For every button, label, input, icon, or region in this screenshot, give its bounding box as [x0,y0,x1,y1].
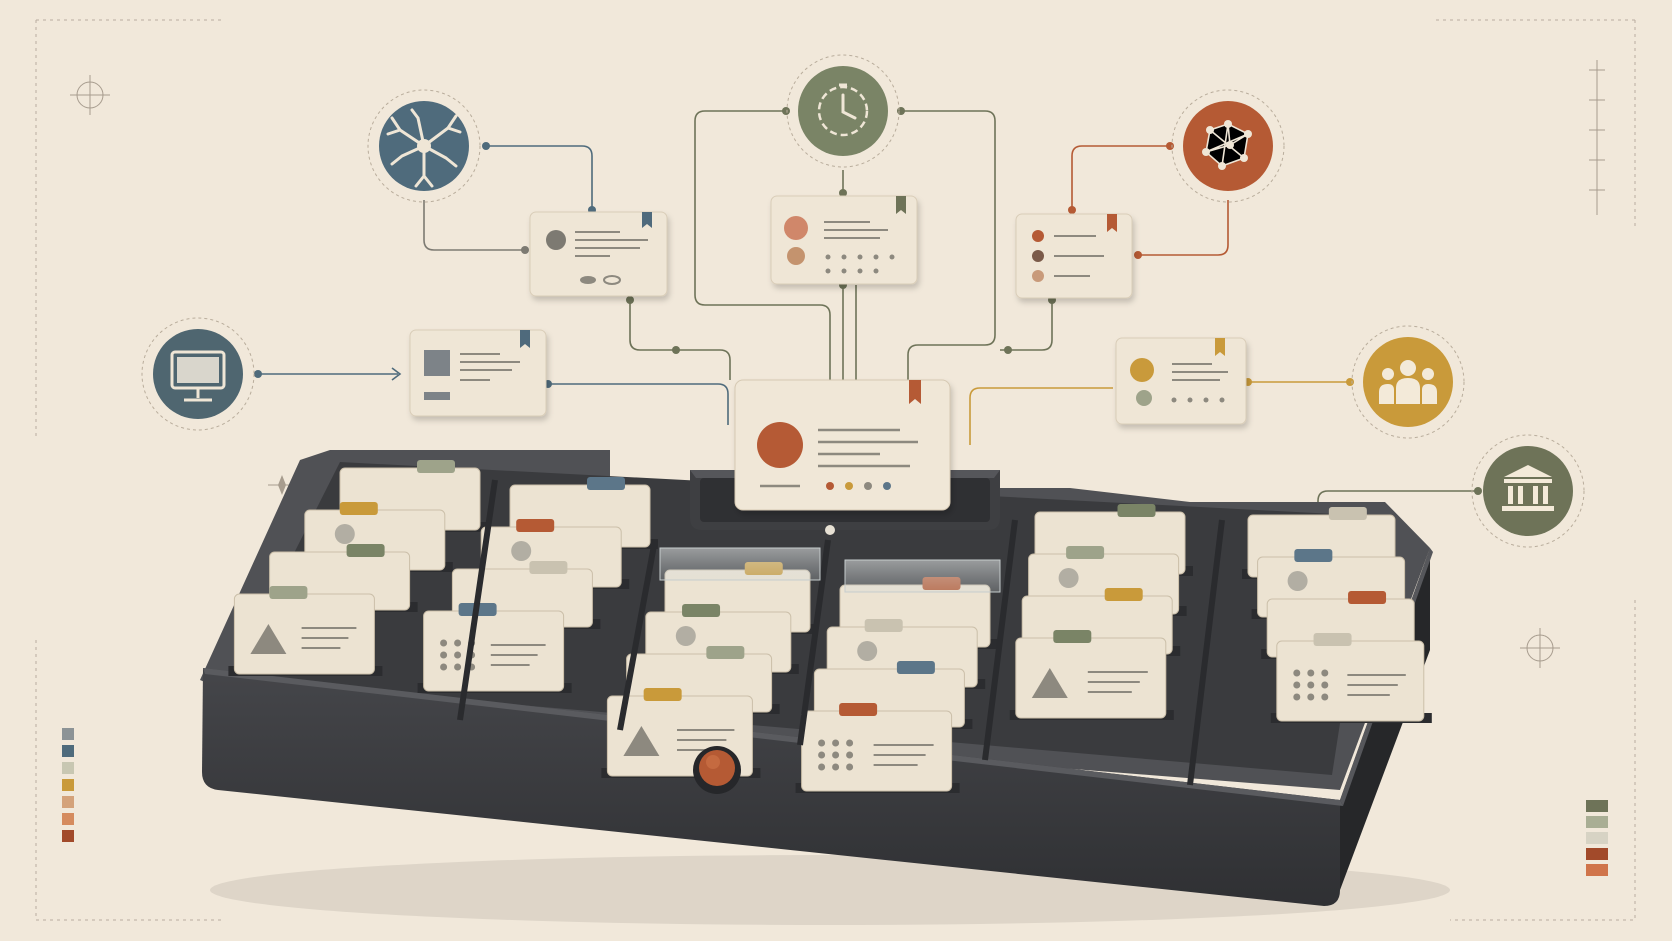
color-swatch [1586,816,1608,828]
card-tab [1294,549,1333,562]
people-icon [1351,325,1465,439]
color-swatch [62,728,74,740]
card-tab [417,460,455,473]
color-swatch [62,830,74,842]
color-swatch [62,745,74,757]
card-tab [339,502,378,515]
bank-icon [1471,434,1585,548]
card-tab [529,561,568,574]
card-tab [839,703,878,716]
card-tab [706,646,745,659]
card-tab [896,661,935,674]
color-swatch [1586,832,1608,844]
index-card-top [770,195,918,285]
card-tab [1313,633,1352,646]
tray-index-card [228,586,383,676]
color-swatch [62,796,74,808]
index-card-people [1115,337,1247,425]
crosshair-marks [70,60,1605,668]
card-tab [1104,588,1143,601]
tray-index-card [1270,633,1432,723]
card-tab [864,619,903,632]
frame-ornaments [35,19,1636,921]
clock-icon [786,54,900,168]
card-tab [587,477,625,490]
color-swatches-right [1586,800,1608,876]
card-tab [1053,630,1092,643]
monitor-icon [141,317,255,431]
color-swatches-left [62,728,74,842]
connector-lines [258,110,1478,520]
card-tab [643,688,682,701]
card-tab [1348,591,1387,604]
tray-index-card [795,703,960,793]
card-tab [346,544,385,557]
color-swatch [62,813,74,825]
index-card-monitor [409,329,547,417]
card-tab [1117,504,1156,517]
card-tab [516,519,555,532]
color-swatch [1586,848,1608,860]
neuron-icon [367,89,481,203]
color-swatch [1586,800,1608,812]
card-tab [1066,546,1105,559]
color-swatch [62,779,74,791]
featured-index-card [734,379,951,511]
color-swatch [1586,864,1608,876]
glass-dividers [659,547,1001,593]
index-card-right [1015,213,1133,299]
color-swatch [62,762,74,774]
card-tab [682,604,721,617]
network-icon [1171,89,1285,203]
card-tab [1328,507,1367,520]
index-card-left [529,211,668,297]
tray-index-card [417,603,572,693]
tray-index-card [1009,630,1174,720]
drawer-knob [693,746,741,794]
compartment-separators [457,479,1225,786]
card-tab [269,586,308,599]
